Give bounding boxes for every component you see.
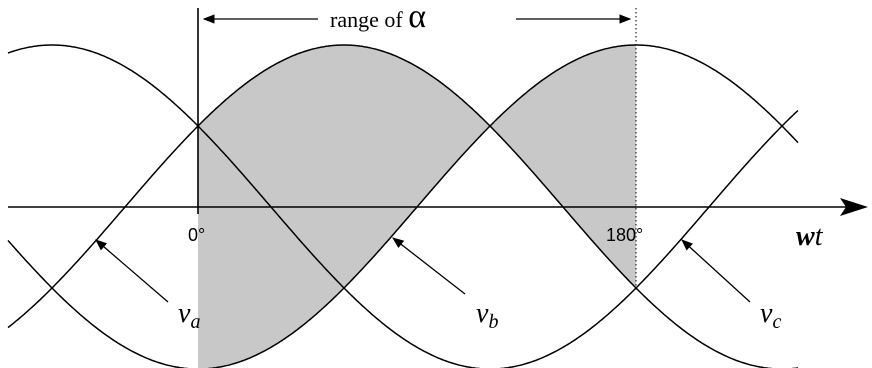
wave-vc <box>7 44 799 368</box>
range-label: range of α <box>330 0 426 35</box>
axis-label: wt <box>796 221 824 252</box>
tick-180-label: 180° <box>606 225 643 245</box>
vb-label-background <box>473 290 513 330</box>
wave-vb <box>7 44 799 368</box>
vb-label: vb <box>476 298 498 333</box>
tick-0-label: 0° <box>188 225 205 245</box>
vb-pointer <box>392 237 466 295</box>
vc-pointer <box>681 239 751 303</box>
time-axis-arrowhead <box>840 198 868 216</box>
alpha-symbol: α <box>408 0 426 35</box>
vc-label: vc <box>760 298 781 333</box>
wave-va <box>7 44 799 368</box>
va-label: va <box>178 298 200 333</box>
va-pointer <box>95 239 169 303</box>
